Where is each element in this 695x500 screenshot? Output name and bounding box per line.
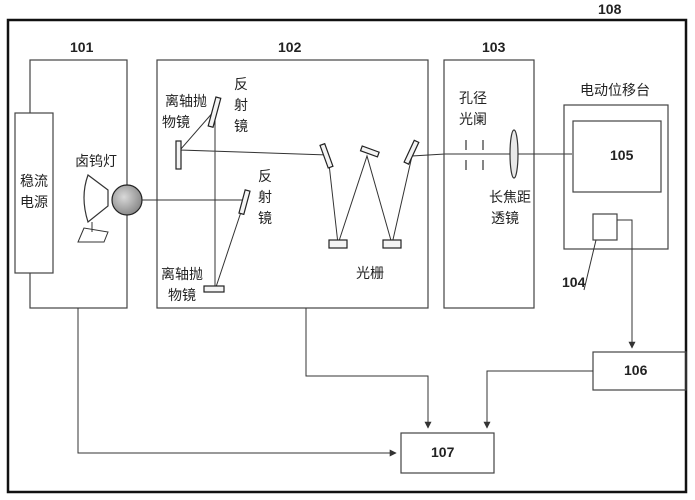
label-101: 101 [70,39,94,55]
power-supply-label-1: 稳流 [20,174,48,190]
sample-box-105 [572,120,662,193]
reflector-top-char-2: 射 [234,98,248,114]
reflector-top-char-1: 反 [234,77,248,93]
mirror-m1-icon [319,142,334,169]
stage-label: 电动位移台 [580,83,650,99]
lamp-label: 卤钨灯 [75,154,117,170]
lens-label-2: 透镜 [491,211,519,227]
label-103: 103 [482,39,506,55]
label-106: 106 [624,362,648,378]
label-102: 102 [278,39,302,55]
halogen-bulb-icon [111,184,143,216]
mirror-top-label-1: 离轴抛 [165,93,207,110]
reflector-mid-char-1: 反 [258,169,272,185]
stage-frame [563,104,669,250]
box-107 [400,432,495,474]
grating-left-icon [328,239,348,249]
reflector-mid-icon [238,189,251,216]
power-supply-label-2: 电源 [20,195,48,211]
mirror-bottom-icon [203,285,225,293]
label-107: 107 [431,444,455,460]
arrow-104-to-106 [617,219,636,349]
arrow-102-to-107 [305,308,432,429]
module-102-frame [156,59,429,309]
lens-label-1: 长焦距 [489,190,531,206]
reflector-top-icon [207,96,222,129]
mirror-m2-icon [359,145,380,158]
mirror-m3-icon [403,139,420,165]
module-103-frame [443,59,535,309]
grating-right-icon [382,239,402,249]
arrow-106-to-107 [483,370,593,429]
sensor-box-104 [592,213,618,241]
aperture-label-1: 孔径 [459,91,487,107]
mirror-bottom-label-1: 离轴抛 [161,266,203,283]
reflector-top-char-3: 镜 [234,119,248,135]
label-108: 108 [598,1,622,17]
outer-frame-108 [6,18,688,494]
lamp-reflector-icon [83,174,109,224]
arrow-101-to-107 [77,308,397,457]
reflector-mid-char-3: 镜 [258,211,272,227]
mirror-bottom-label-2: 物镜 [168,288,196,304]
beam-monochromator-path [327,153,446,245]
leader-104 [583,239,597,291]
mirror-top-icon [175,140,182,170]
focusing-lens-icon [509,129,519,179]
label-105: 105 [610,147,634,163]
grating-label: 光栅 [356,266,384,282]
power-supply-box [14,112,54,274]
lamp-stand-icon [77,227,109,243]
reflector-mid-char-2: 射 [258,190,272,206]
aperture-label-2: 光阑 [459,112,487,128]
label-104: 104 [562,274,586,290]
mirror-top-label-2: 物镜 [162,115,190,131]
